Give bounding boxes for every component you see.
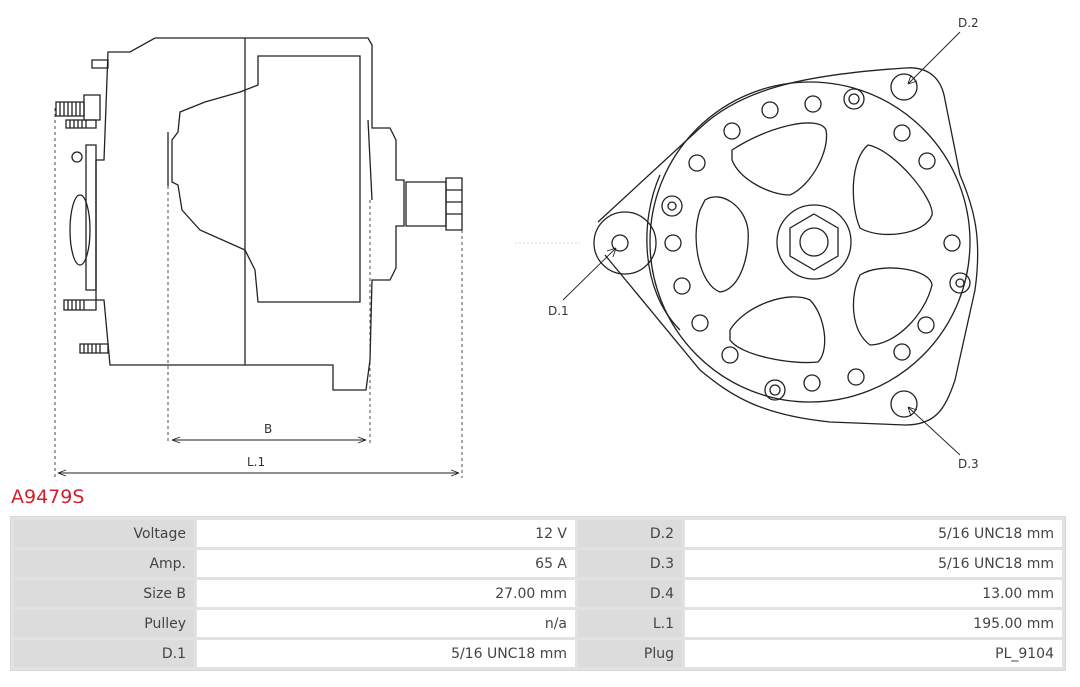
d2-label: D.2	[958, 16, 979, 30]
spec-value: 27.00 mm	[197, 580, 575, 607]
product-code: A9479S	[11, 486, 85, 508]
spec-value: 195.00 mm	[685, 610, 1062, 637]
spec-value: 65 A	[197, 550, 575, 577]
side-view: B L.1	[54, 37, 463, 478]
spec-label: L.1	[578, 610, 682, 637]
dimension-l1-label: L.1	[247, 455, 265, 469]
spec-value: 12 V	[197, 520, 575, 547]
alternator-technical-drawing: B L.1 D.1 D.2 D.3	[54, 16, 979, 478]
spec-value: 5/16 UNC18 mm	[197, 640, 575, 667]
spec-label: Plug	[578, 640, 682, 667]
spec-label: D.4	[578, 580, 682, 607]
front-view: D.1 D.2 D.3	[515, 16, 979, 471]
d1-label: D.1	[548, 304, 569, 318]
spec-label: D.3	[578, 550, 682, 577]
spec-label: Amp.	[14, 550, 194, 577]
dimension-b-label: B	[264, 422, 272, 436]
spec-label: D.2	[578, 520, 682, 547]
spec-value: n/a	[197, 610, 575, 637]
spec-value: PL_9104	[685, 640, 1062, 667]
spec-value: 13.00 mm	[685, 580, 1062, 607]
spec-label: Size B	[14, 580, 194, 607]
spec-label: D.1	[14, 640, 194, 667]
d3-label: D.3	[958, 457, 979, 471]
spec-label: Pulley	[14, 610, 194, 637]
spec-label: Voltage	[14, 520, 194, 547]
spec-value: 5/16 UNC18 mm	[685, 550, 1062, 577]
spec-value: 5/16 UNC18 mm	[685, 520, 1062, 547]
